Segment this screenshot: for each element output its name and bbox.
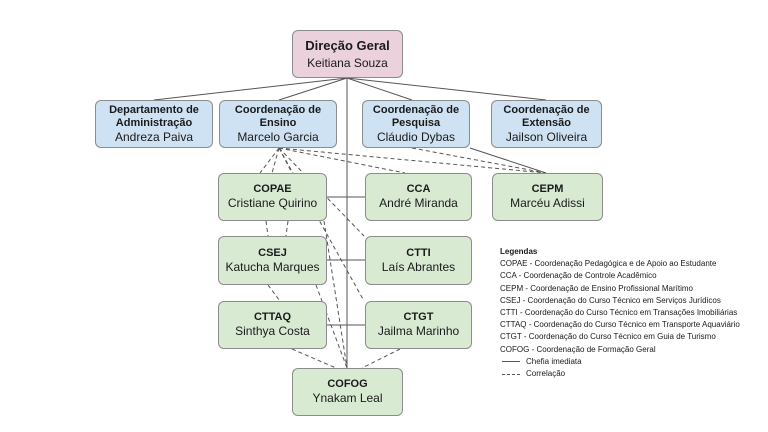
node-coordenacao-extensao: Coordenação de Extensão Jailson Oliveira	[491, 100, 602, 148]
dashed-line	[285, 220, 289, 237]
node-person: Cristiane Quirino	[227, 196, 318, 211]
dashed-line	[278, 147, 365, 237]
node-direcao-geral: Direção Geral Keitiana Souza	[292, 30, 403, 78]
node-person: André Miranda	[379, 196, 458, 211]
node-title: CSEJ	[258, 246, 287, 259]
node-ctgt: CTGT Jailma Marinho	[365, 301, 472, 349]
legend-solid-label: Chefia imediata	[526, 356, 582, 366]
dashed-line	[411, 147, 547, 174]
dashed-line	[265, 220, 269, 237]
node-title: Direção Geral	[305, 38, 390, 54]
dashed-line	[267, 284, 281, 302]
node-person: Cláudio Dybas	[376, 129, 456, 144]
node-cepm: CEPM Marcéu Adissi	[492, 173, 603, 221]
node-csej: CSEJ Katucha Marques	[218, 236, 327, 285]
legend-entry: CTTAQ - Coordenação do Curso Técnico em …	[500, 320, 740, 330]
node-person: Keitiana Souza	[307, 55, 388, 70]
legend: Legendas COPAE - Coordenação Pedagógica …	[500, 246, 740, 380]
node-copae: COPAE Cristiane Quirino	[218, 173, 327, 221]
node-title: Coordenação de Pesquisa	[372, 103, 460, 129]
dashed-line	[323, 220, 348, 369]
dashed-line	[271, 147, 280, 174]
node-departamento-administracao: Departamento de Administração Andreza Pa…	[95, 100, 213, 148]
legend-dashed-label: Correlação	[526, 369, 566, 379]
node-title: CEPM	[531, 183, 564, 196]
node-title: Coordenação de Ensino	[234, 103, 322, 129]
node-title: CTGT	[403, 311, 434, 324]
solid-line-swatch	[502, 361, 520, 363]
node-title: CCA	[406, 183, 431, 196]
node-person: Sinthya Costa	[235, 324, 310, 339]
node-person: Jailma Marinho	[377, 324, 460, 339]
dashed-line	[361, 348, 401, 369]
dashed-line	[315, 284, 348, 369]
legend-entry: CTTI - Coordenação do Curso Técnico em T…	[500, 308, 738, 318]
legend-entry: COPAE - Coordenação Pedagógica e de Apoi…	[500, 259, 717, 269]
solid-line	[346, 77, 413, 101]
node-title: CTTAQ	[253, 311, 292, 324]
node-coordenacao-ensino: Coordenação de Ensino Marcelo Garcia	[219, 100, 337, 148]
dashed-line	[278, 147, 547, 174]
solid-line	[153, 77, 348, 101]
node-title: COFOG	[327, 378, 368, 391]
dashed-line	[278, 147, 406, 174]
legend-solid-row: Chefia imediata	[500, 356, 740, 368]
node-cttaq: CTTAQ Sinthya Costa	[218, 301, 327, 349]
legend-heading: Legendas	[500, 247, 538, 256]
node-cofog: COFOG Ynakam Leal	[292, 368, 403, 416]
node-cca: CCA André Miranda	[365, 173, 472, 221]
node-coordenacao-pesquisa: Coordenação de Pesquisa Cláudio Dybas	[362, 100, 470, 148]
legend-entry: CTGT - Coordenação do Curso Técnico em G…	[500, 332, 716, 342]
solid-line	[469, 147, 547, 174]
node-title: Departamento de Administração	[109, 103, 199, 129]
dashed-line	[259, 147, 280, 174]
node-title: CTTI	[406, 246, 431, 259]
node-ctti: CTTI Laís Abrantes	[365, 236, 472, 285]
legend-entry: COFOG - Coordenação de Formação Geral	[500, 344, 656, 354]
solid-line	[346, 77, 547, 101]
legend-entry: CSEJ - Coordenação do Curso Técnico em S…	[500, 295, 721, 305]
node-title: COPAE	[253, 183, 292, 196]
node-person: Marcelo Garcia	[237, 129, 319, 144]
legend-entry: CEPM - Coordenação de Ensino Profissiona…	[500, 283, 693, 293]
solid-line	[278, 77, 348, 101]
dashed-line-swatch	[502, 373, 520, 375]
node-title: Coordenação de Extensão	[503, 103, 590, 129]
node-person: Andreza Paiva	[114, 129, 194, 144]
legend-entry: CCA - Coordenação de Controle Acadêmico	[500, 271, 657, 281]
legend-dashed-row: Correlação	[500, 368, 740, 380]
node-person: Laís Abrantes	[381, 259, 456, 274]
node-person: Ynakam Leal	[312, 391, 383, 406]
node-person: Jailson Oliveira	[505, 129, 588, 144]
dashed-line	[291, 348, 337, 369]
node-person: Marcéu Adissi	[510, 196, 585, 211]
node-person: Katucha Marques	[225, 259, 320, 274]
